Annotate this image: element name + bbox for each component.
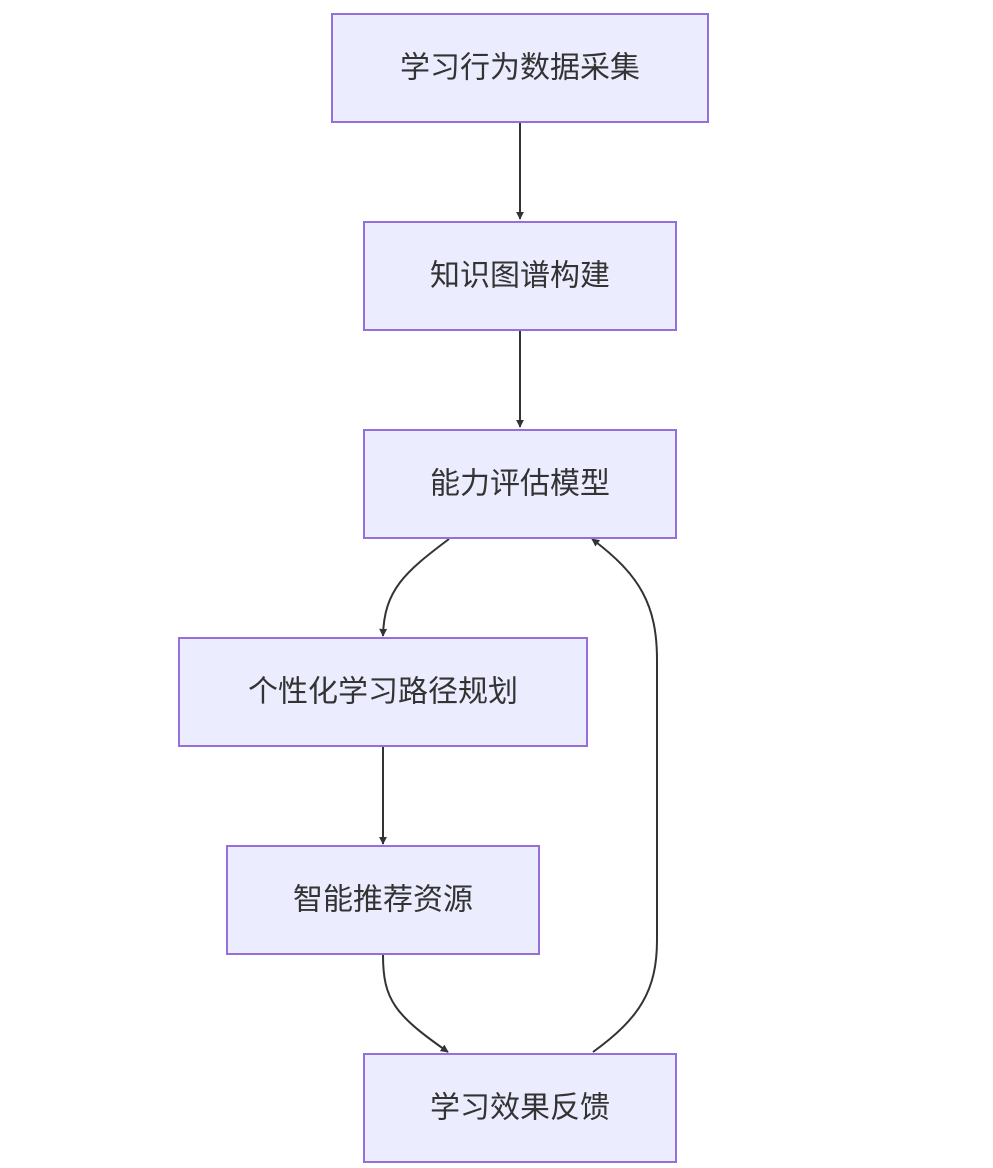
node-knowledge-graph-label: 知识图谱构建 [430,259,610,294]
edge-recommendation-to-feedback [382,954,449,1053]
node-recommendation-label: 智能推荐资源 [293,883,473,918]
node-data-collection-label: 学习行为数据采集 [400,51,640,86]
node-feedback-label: 学习效果反馈 [430,1091,610,1126]
node-learning-path: 个性化学习路径规划 [178,637,588,747]
node-learning-path-label: 个性化学习路径规划 [248,675,518,710]
node-data-collection: 学习行为数据采集 [331,13,709,123]
node-knowledge-graph: 知识图谱构建 [363,221,677,331]
node-ability-assessment: 能力评估模型 [363,429,677,539]
edge-ability-assessment-to-learning-path [379,538,450,637]
node-ability-assessment-label: 能力评估模型 [430,467,610,502]
node-feedback: 学习效果反馈 [363,1053,677,1163]
edge-feedback-to-ability-assessment [591,538,658,1053]
node-recommendation: 智能推荐资源 [226,845,540,955]
